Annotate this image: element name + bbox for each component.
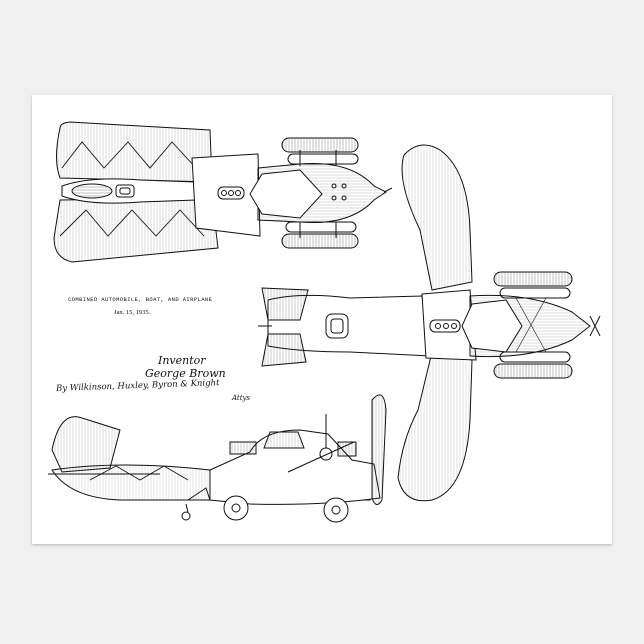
patent-title: COMBINED AUTOMOBILE, BOAT, AND AIRPLANE bbox=[68, 296, 212, 303]
side-view bbox=[48, 395, 386, 522]
top-view-folded bbox=[54, 122, 392, 262]
inventor-label: Inventor bbox=[158, 354, 206, 367]
attorneys-suffix: Attys bbox=[232, 394, 250, 402]
patent-date: Jan. 15, 1935. bbox=[114, 309, 150, 316]
